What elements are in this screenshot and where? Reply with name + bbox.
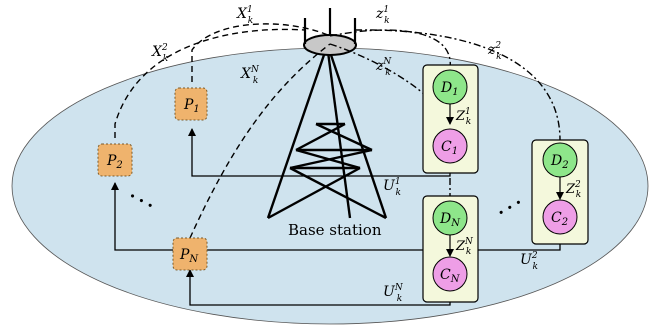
- antenna-icon: [303, 8, 357, 56]
- pN-label: PN: [179, 247, 199, 265]
- link-zN: [329, 43, 451, 136]
- node-dN: [432, 200, 468, 236]
- link-xN: [189, 43, 331, 239]
- p1-label: P1: [183, 97, 200, 115]
- node-cN: [432, 256, 468, 292]
- base-station-caption: Base station: [288, 221, 382, 239]
- node-p2: [97, 143, 133, 177]
- c1-label: C1: [441, 139, 458, 157]
- link-x1: [191, 23, 331, 82]
- p2-label: P2: [106, 153, 123, 171]
- link-z1: [329, 29, 451, 69]
- node-pN: [172, 237, 208, 271]
- base-station-tower: [266, 51, 388, 220]
- link-x2: [114, 28, 306, 138]
- d1-label: D1: [440, 80, 459, 98]
- node-d1: [432, 69, 468, 105]
- dN-label: DN: [439, 211, 461, 229]
- node-c2: [542, 199, 578, 235]
- c2-label: C2: [551, 210, 568, 228]
- cN-label: CN: [440, 267, 461, 285]
- d2-label: D2: [550, 153, 569, 171]
- node-c1: [432, 128, 468, 164]
- node-d2: [542, 142, 578, 178]
- node-p1: [174, 87, 208, 121]
- link-z2: [354, 29, 561, 141]
